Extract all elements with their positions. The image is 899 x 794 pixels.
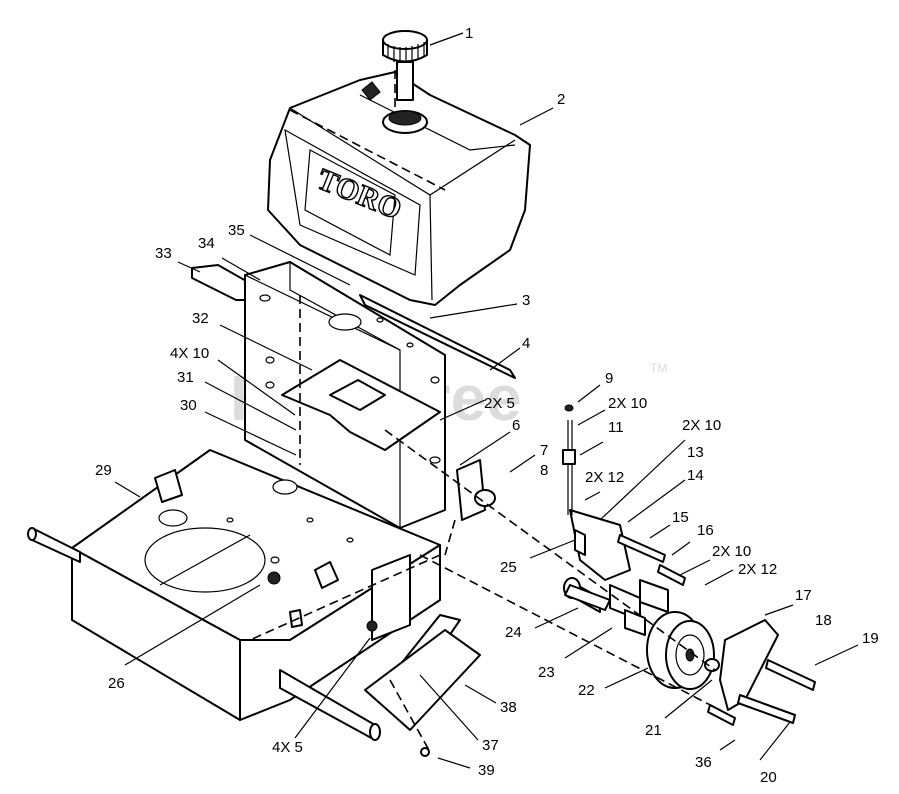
callout-19: 19 xyxy=(862,630,879,647)
axis-line-2 xyxy=(249,554,441,641)
callout-4: 4 xyxy=(522,335,530,352)
callout-2x10-c: 2X 10 xyxy=(712,543,751,560)
callout-23: 23 xyxy=(538,664,555,681)
bolt-20 xyxy=(737,694,796,724)
plate-32-cutout xyxy=(329,379,386,411)
callout-38: 38 xyxy=(500,699,517,716)
callout-33: 33 xyxy=(155,245,172,262)
tab-right xyxy=(314,561,339,589)
callout-14: 14 xyxy=(687,467,704,484)
nut-21 xyxy=(704,658,720,672)
callout-11: 11 xyxy=(608,419,624,436)
axis-line-5 xyxy=(419,554,721,711)
nut-26 xyxy=(267,571,281,585)
callout-16: 16 xyxy=(697,522,714,539)
callout-30: 30 xyxy=(180,397,197,414)
callout-7: 7 xyxy=(540,442,548,459)
callout-1: 1 xyxy=(465,25,473,42)
callout-6: 6 xyxy=(512,417,520,434)
callout-13: 13 xyxy=(687,444,704,461)
callout-36: 36 xyxy=(695,754,712,771)
callout-3: 3 xyxy=(522,292,530,309)
lower-rod xyxy=(279,669,376,741)
clip-9 xyxy=(564,404,574,412)
rod-11 xyxy=(567,420,573,515)
callout-2x12-a: 2X 12 xyxy=(585,469,624,486)
callout-39: 39 xyxy=(478,762,495,779)
callout-21: 21 xyxy=(645,722,662,739)
tab-29 xyxy=(154,469,183,503)
bolt-4x5 xyxy=(366,620,378,632)
bolt-15 xyxy=(617,534,666,563)
callout-9: 9 xyxy=(605,370,613,387)
callout-2x10-b: 2X 10 xyxy=(682,417,721,434)
pin-39 xyxy=(420,747,430,757)
callout-37: 37 xyxy=(482,737,499,754)
callout-4x10: 4X 10 xyxy=(170,345,209,362)
bracket-4x5 xyxy=(371,554,411,641)
callout-15: 15 xyxy=(672,509,689,526)
bolt-16 xyxy=(657,564,686,586)
callout-4x5: 4X 5 xyxy=(272,739,303,756)
ferrule-11 xyxy=(562,449,576,465)
filler-neck xyxy=(382,110,428,134)
callout-22: 22 xyxy=(578,682,595,699)
callout-2: 2 xyxy=(557,91,565,108)
fuel-cap xyxy=(382,30,428,101)
callout-2x5: 2X 5 xyxy=(484,395,515,412)
tank-strap xyxy=(359,294,516,379)
callout-25: 25 xyxy=(500,559,517,576)
callout-2x10-a: 2X 10 xyxy=(608,395,647,412)
leader-lines xyxy=(114,32,859,769)
tank-guide-line xyxy=(289,109,446,191)
callout-24: 24 xyxy=(505,624,522,641)
callout-32: 32 xyxy=(192,310,209,327)
spacer-left xyxy=(289,609,303,628)
front-rod xyxy=(31,527,81,563)
eyebolt-24 xyxy=(564,584,611,611)
axis-line-6 xyxy=(444,519,456,556)
callout-8: 8 xyxy=(540,462,548,479)
callout-31: 31 xyxy=(177,369,194,386)
callout-29: 29 xyxy=(95,462,112,479)
callout-34: 34 xyxy=(198,235,215,252)
callout-26: 26 xyxy=(108,675,125,692)
callout-17: 17 xyxy=(795,587,812,604)
bolt-36 xyxy=(707,704,736,726)
bolt-19 xyxy=(765,659,816,691)
bracket-38 xyxy=(364,629,481,731)
callout-2x12-b: 2X 12 xyxy=(738,561,777,578)
fuel-tank: TORO xyxy=(267,71,531,306)
watermark-tm: TM xyxy=(650,361,667,375)
callout-20: 20 xyxy=(760,769,777,786)
callout-35: 35 xyxy=(228,222,245,239)
callout-18: 18 xyxy=(815,612,832,629)
